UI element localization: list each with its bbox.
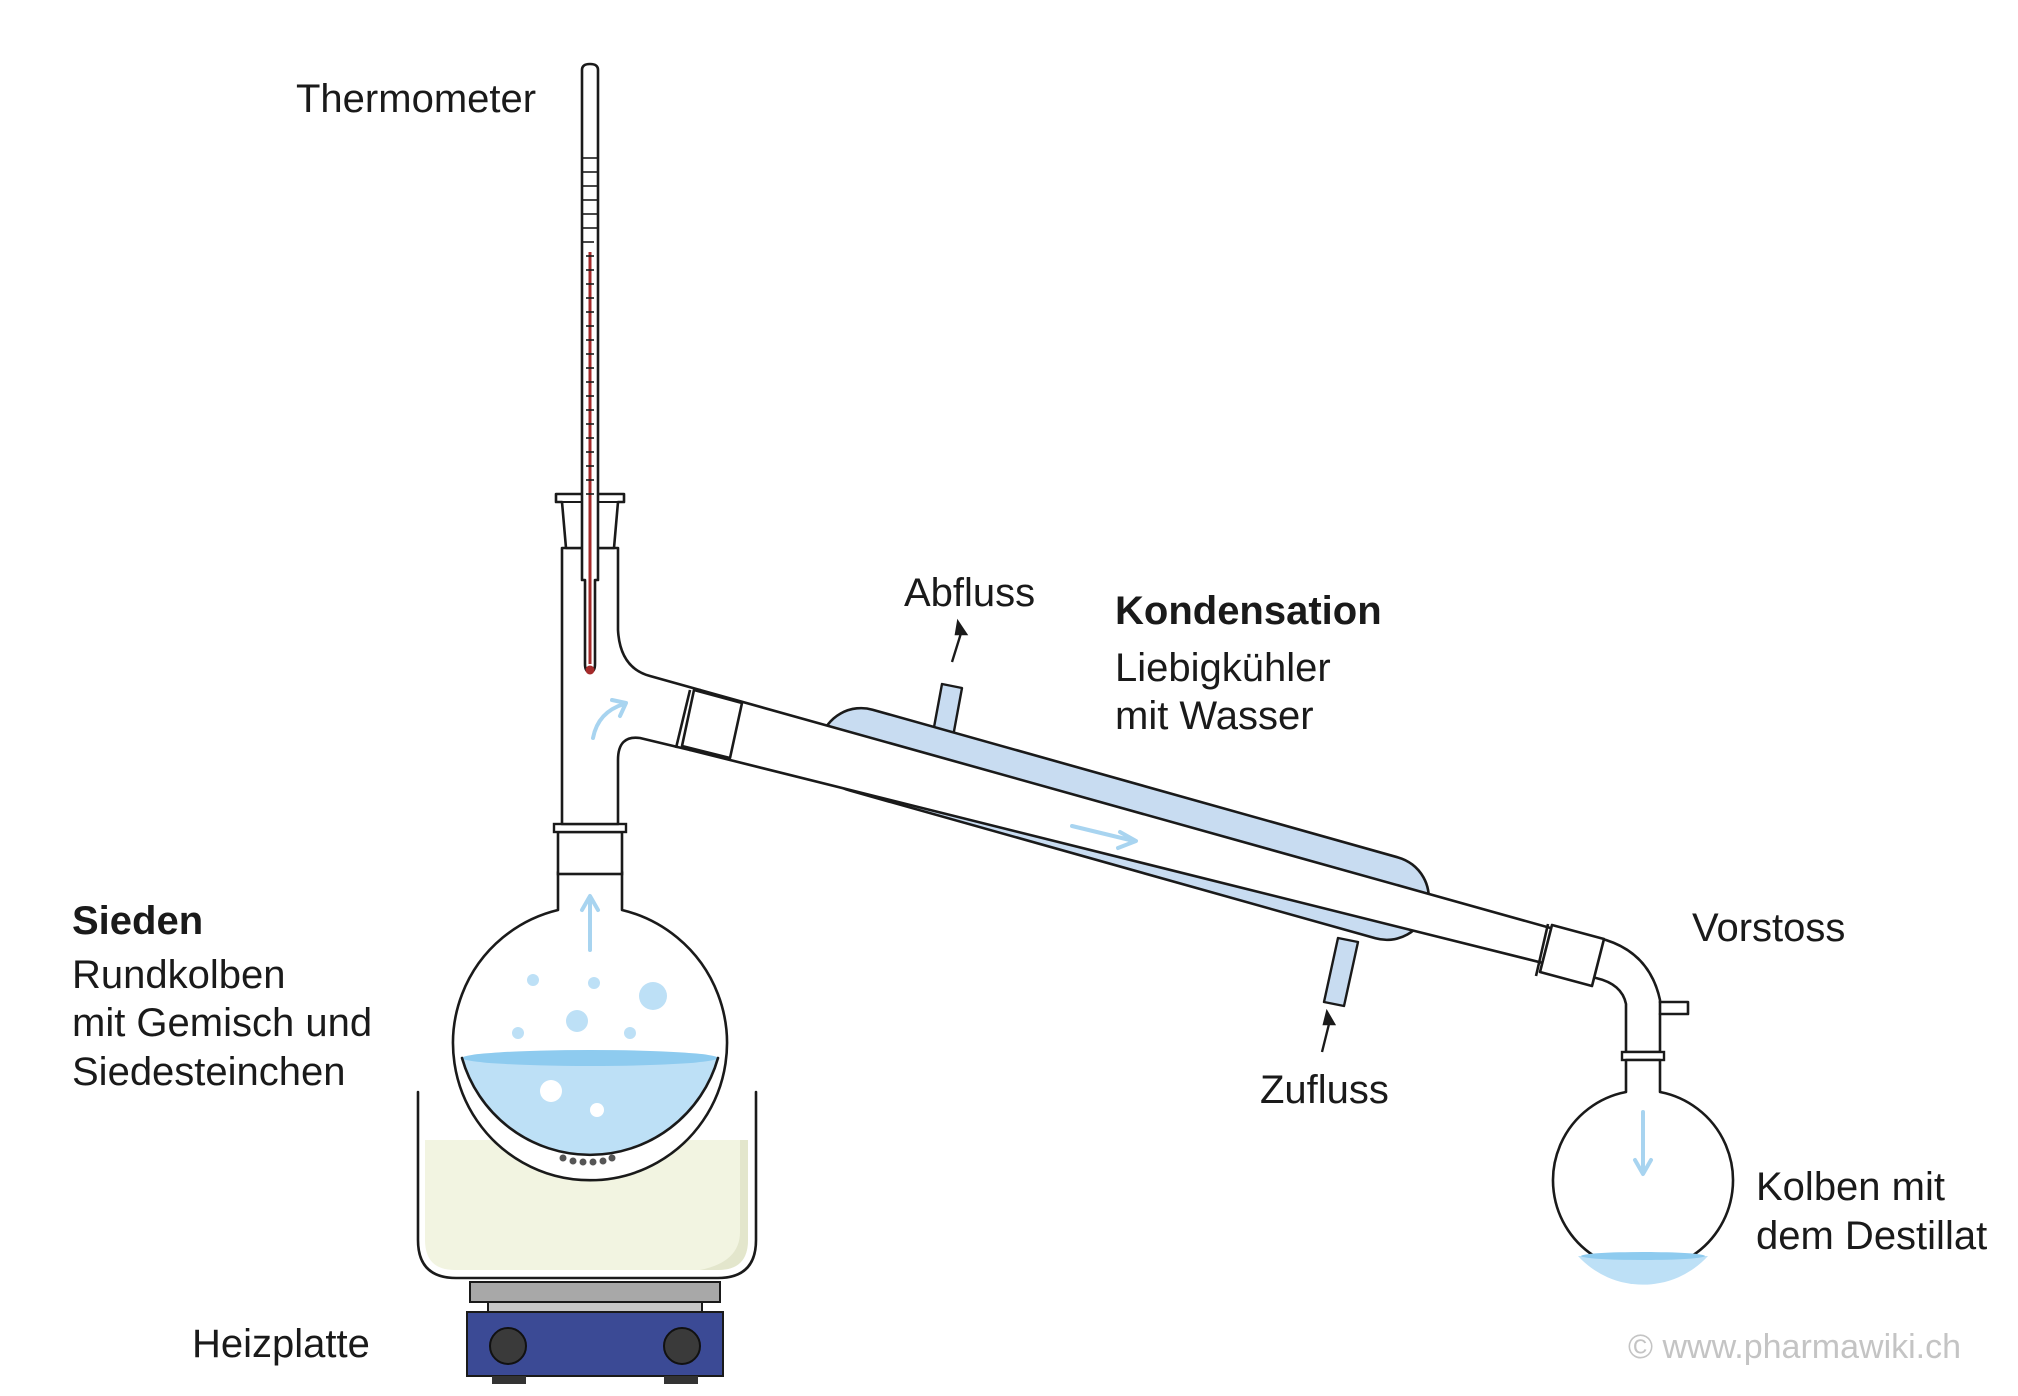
- hotplate-top-plate: [469, 1281, 721, 1303]
- boiling-flask-liquid: [462, 1058, 718, 1155]
- distillation-head: [560, 546, 702, 826]
- thermometer-bulb: [585, 665, 595, 675]
- label-kondensation-line2: mit Wasser: [1115, 694, 1314, 738]
- boiling-chips: [559, 1154, 616, 1166]
- label-sieden-line2: mit Gemisch und: [72, 1001, 372, 1045]
- label-zufluss: Zufluss: [1260, 1068, 1389, 1112]
- drip-arrow-down: [1633, 1110, 1653, 1176]
- label-kondensation-title: Kondensation: [1115, 589, 1382, 633]
- label-heizplatte: Heizplatte: [192, 1322, 370, 1366]
- vapor-arrow-up: [580, 894, 600, 952]
- distillate-flow-arrow: [1070, 824, 1138, 850]
- pointer-arrows: [950, 618, 1337, 1053]
- watermark: © www.pharmawiki.ch: [1628, 1328, 1961, 1366]
- vorstoss-vent-tube: [1658, 1000, 1690, 1016]
- label-sieden-line1: Rundkolben: [72, 953, 286, 997]
- receiving-flask-liquid: [1578, 1256, 1708, 1285]
- water-bath: [416, 1090, 758, 1280]
- boiling-flask-liquid-surface: [462, 1050, 718, 1066]
- hotplate: [466, 1281, 724, 1384]
- bath-inner-shade: [700, 1140, 748, 1270]
- zufluss-pointer: [1320, 1019, 1332, 1053]
- receiving-flask: [1551, 1058, 1735, 1285]
- vorstoss-joint: [1538, 923, 1606, 988]
- label-sieden-line3: Siedesteinchen: [72, 1050, 346, 1094]
- hotplate-knob-right: [663, 1327, 701, 1365]
- label-kolben-line2: dem Destillat: [1756, 1214, 1987, 1258]
- thermometer-scale: [582, 157, 598, 495]
- boiling-flask: [451, 822, 729, 1182]
- hotplate-foot-right: [664, 1376, 698, 1384]
- condenser-joint-left: [680, 688, 744, 760]
- boiling-flask-neck: [556, 830, 624, 876]
- label-sieden-title: Sieden: [72, 899, 203, 943]
- bath-vessel: [416, 1090, 758, 1280]
- hotplate-neck: [487, 1301, 703, 1313]
- hotplate-knob-left: [489, 1327, 527, 1365]
- abfluss-pointer: [950, 629, 964, 663]
- label-vorstoss: Vorstoss: [1692, 906, 1845, 950]
- coolant-inlet-tube: [1322, 936, 1360, 1008]
- label-abfluss: Abfluss: [904, 571, 1035, 615]
- hotplate-foot-left: [492, 1376, 526, 1384]
- bath-liquid: [425, 1140, 748, 1270]
- distillation-head-body: [560, 546, 702, 826]
- label-thermometer: Thermometer: [296, 77, 536, 121]
- label-kondensation-line1: Liebigkühler: [1115, 646, 1331, 690]
- label-kolben-line1: Kolben mit: [1756, 1165, 1945, 1209]
- thermometer: [554, 62, 626, 675]
- vorstoss-adapter: [1534, 923, 1690, 1062]
- side-arm-vapor-arrow: [591, 698, 628, 740]
